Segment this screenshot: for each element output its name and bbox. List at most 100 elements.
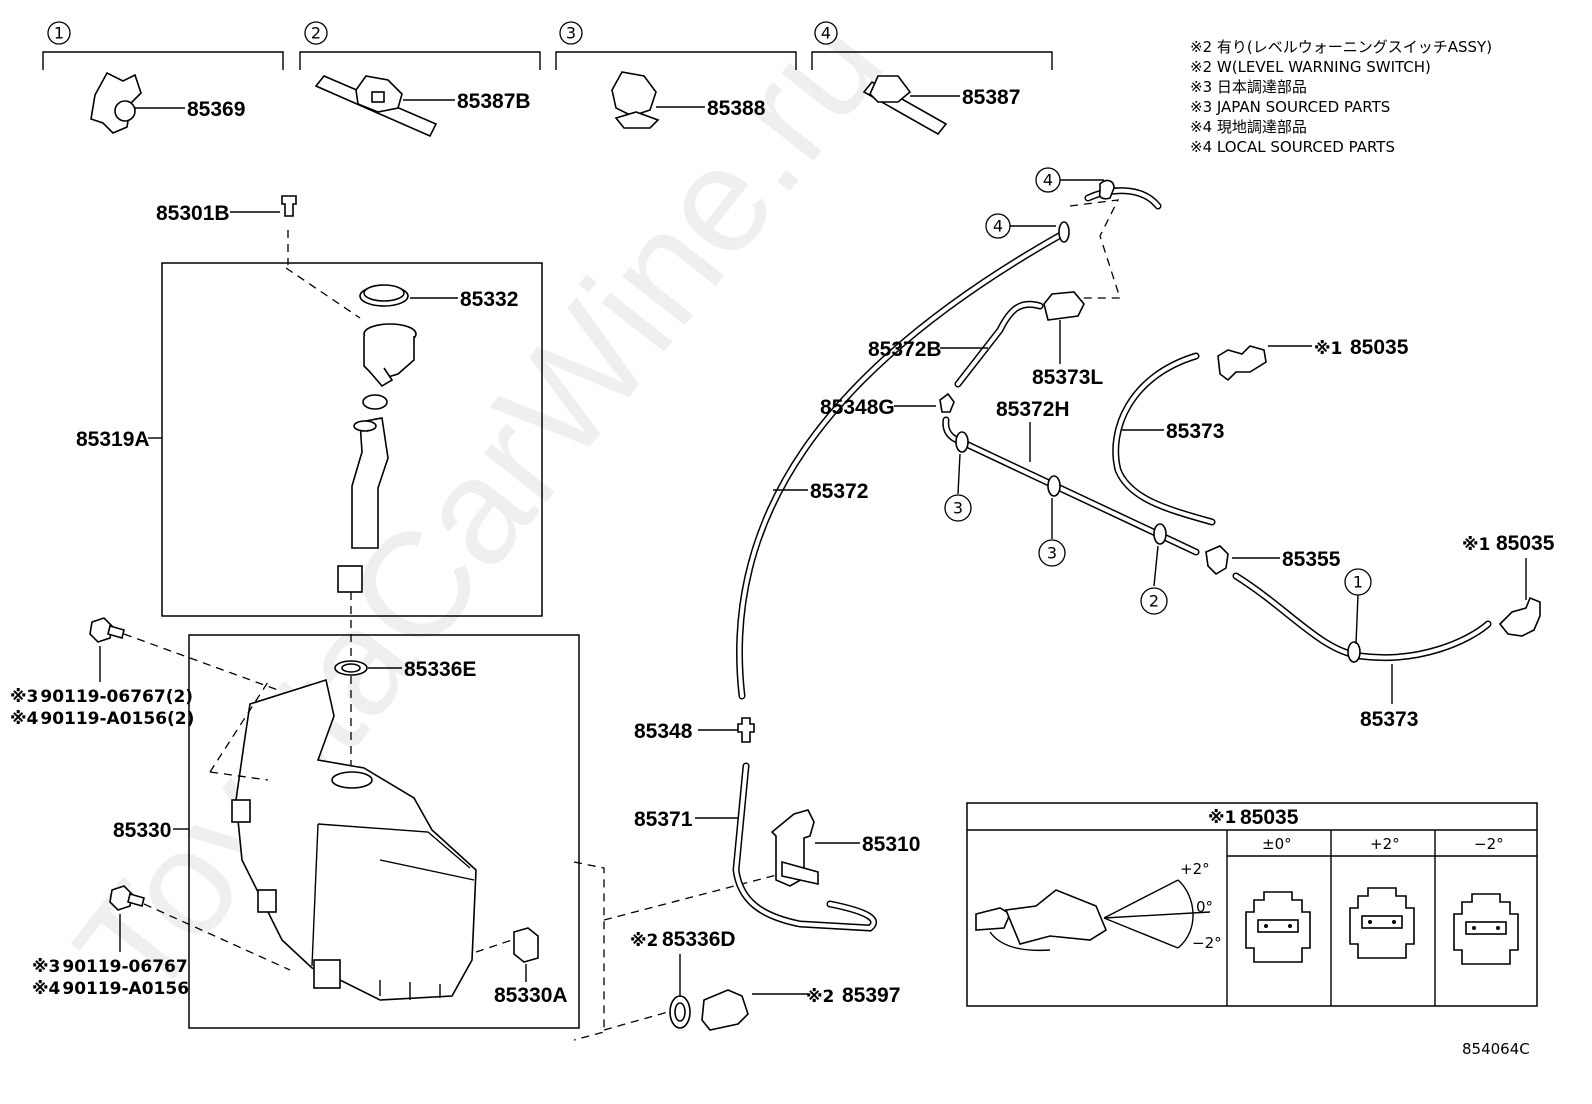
callout-1-number: 1 (1353, 573, 1363, 592)
part-bolt2-a: 90119-06767 (62, 957, 187, 977)
callout-2-circle (1140, 587, 1168, 615)
svg-text:※1: ※1 (1462, 535, 1490, 555)
filler-assembly-box (161, 262, 543, 617)
connector-85035-upper: ※1 85035 (1217, 336, 1409, 382)
connector-85035-upper-icon (1217, 345, 1267, 382)
part-85373L: 85373L (1032, 366, 1103, 389)
part-bolt1-a: 90119-06767(2) (40, 687, 193, 707)
hose-tip-upper (1084, 179, 1162, 210)
part-85372B: 85372B (868, 338, 942, 361)
svg-text:※1: ※1 (1208, 808, 1236, 828)
clip-85387-icon (862, 75, 948, 136)
grommet-85336E: 85336E (334, 658, 476, 681)
dash-grommet-85336D (603, 1011, 669, 1031)
part-85319A: 85319A (76, 428, 150, 451)
joint-85348G: 85348G (820, 392, 955, 419)
group-3-number: 3 (566, 24, 576, 43)
callout-4-upper-number: 4 (1043, 171, 1053, 190)
note-line-2: ※2 W(LEVEL WARNING SWITCH) (1190, 58, 1431, 76)
svg-text:※2: ※2 (806, 987, 834, 1007)
callout-3-left-number: 3 (953, 499, 963, 518)
part-85301B: 85301B (156, 202, 230, 225)
inset-col-1: +2° (1370, 835, 1400, 853)
callout-3-mid-number: 3 (1047, 544, 1057, 563)
svg-text:※2: ※2 (630, 931, 658, 951)
note-line-1: ※2 有り(レベルウォーニングスイッチASSY) (1190, 38, 1492, 56)
note-line-5: ※4 現地調達部品 (1190, 118, 1307, 136)
inset-col-0: ±0° (1262, 835, 1292, 853)
mark-bolt2-a: ※3 (32, 957, 60, 977)
group-4-number: 4 (821, 24, 831, 43)
angle-zero: 0° (1196, 898, 1213, 916)
group-1-circle (47, 21, 71, 45)
tee-85355: 85355 (1205, 545, 1341, 576)
dash-pump (603, 871, 789, 921)
dash-pump-bracket (573, 861, 605, 1041)
notes-block: ※2 有り(レベルウォーニングスイッチASSY) ※2 W(LEVEL WARN… (1190, 38, 1492, 156)
tank-assembly-box (188, 634, 580, 1029)
grommet-85336D: ※2 85336D (630, 928, 736, 1029)
clip-85369-icon (90, 71, 142, 134)
bolt-upper-icon (89, 617, 113, 643)
part-85388: 85388 (707, 97, 766, 120)
hose-85373-upper: 85373 (1112, 352, 1224, 526)
clip-85387B-icon (314, 75, 438, 138)
part-85372: 85372 (810, 480, 868, 503)
group-3-circle (559, 21, 583, 45)
note-line-4: ※3 JAPAN SOURCED PARTS (1190, 98, 1390, 116)
part-85369: 85369 (187, 98, 245, 121)
bolt-lower-icon (109, 885, 133, 911)
callout-4-lower: 4 (985, 213, 1070, 243)
inset-85035: ※1 85035 ±0° +2° −2° +2° 0° −2° (966, 802, 1538, 1007)
group-header-2: 2 85387B (299, 21, 541, 138)
hose-85372B: 85372B (868, 300, 1044, 388)
mark-85336D: ※2 (630, 931, 658, 951)
callout-3-mid-circle (1038, 539, 1066, 567)
group-1-bracket (42, 51, 284, 70)
hose-85373-lower: 85373 (1232, 572, 1492, 731)
group-header-4: 4 85387 (811, 21, 1053, 136)
tee-85355-icon (1205, 545, 1229, 576)
part-85387B: 85387B (457, 90, 531, 113)
mark-bolt1-a: ※3 (10, 687, 38, 707)
part-85336E: 85336E (404, 658, 476, 681)
dash-nozzle (1069, 199, 1121, 299)
bolt-85301B-icon (281, 195, 297, 217)
group-2-number: 2 (311, 24, 321, 43)
part-85355: 85355 (1282, 548, 1341, 571)
part-85372H: 85372H (996, 398, 1070, 421)
part-85387: 85387 (962, 86, 1020, 109)
switch-85397: ※2 85397 (701, 984, 900, 1031)
mark-bolt1-b: ※4 (10, 709, 39, 729)
filler-cap-85332: 85332 (359, 284, 518, 311)
connector-85035-lower: ※1 85035 (1462, 532, 1555, 637)
grommet-85330A: 85330A (475, 927, 568, 1007)
part-85035-upper: 85035 (1350, 336, 1409, 359)
angle-minus: −2° (1192, 934, 1222, 952)
inset-title-mark: ※1 (1208, 808, 1236, 828)
nozzle-85373L: 85373L (1032, 291, 1103, 389)
connector-front-1-icon (1349, 887, 1415, 959)
group-4-circle (814, 21, 838, 45)
dash-tank-flange-2 (209, 771, 269, 781)
part-85348G: 85348G (820, 396, 895, 419)
part-85332: 85332 (460, 288, 518, 311)
dash-cap (285, 267, 361, 319)
filler-neck-icon (337, 323, 417, 593)
nozzle-85373L-icon (1043, 291, 1085, 321)
connector-side-view-icon (975, 879, 1211, 952)
clip-85388-icon (611, 71, 660, 129)
part-85397: 85397 (842, 984, 900, 1007)
hose-85372H: 85372H (942, 398, 1200, 556)
callout-3-left-circle (944, 494, 972, 522)
callout-1: 1 (1344, 568, 1372, 645)
inset-col-2: −2° (1474, 835, 1504, 853)
washer-tank-icon (231, 678, 477, 1001)
group-4-bracket (811, 51, 1053, 70)
mark-85035-upper: ※1 (1314, 339, 1342, 359)
